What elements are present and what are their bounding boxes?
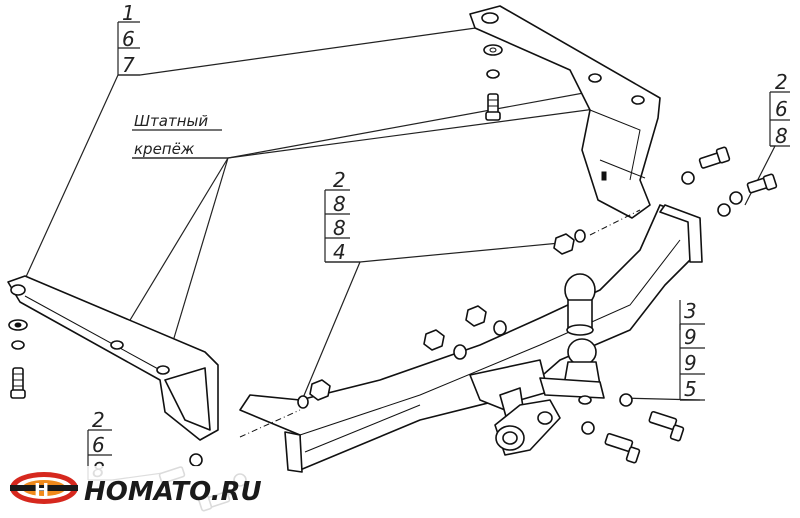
- callout-number: 2: [333, 168, 346, 192]
- label-line-2: крепёж: [134, 140, 195, 158]
- bracket-hole: [588, 73, 602, 83]
- callout-number: 5: [684, 377, 697, 401]
- bracket-hole: [481, 12, 499, 24]
- callout-right-top: 2 6 8: [769, 70, 790, 148]
- bracket-hole: [10, 284, 26, 296]
- callout-number: 1: [122, 1, 135, 25]
- callout-top-left: 1 6 7: [117, 1, 140, 77]
- callout-number: 9: [684, 325, 697, 349]
- bracket-hole: [631, 95, 645, 105]
- left-bolt-stack: [8, 319, 28, 399]
- callout-standard-fastener: Штатный крепёж: [132, 112, 228, 159]
- callout-number: 8: [333, 192, 346, 216]
- left-mounting-bracket: [7, 275, 219, 441]
- callout-number: 9: [684, 351, 697, 375]
- callout-number: 2: [92, 408, 105, 432]
- homato-logo: H HOMATO.RU: [0, 466, 262, 518]
- electrical-socket-plate: [494, 399, 561, 456]
- right-mounting-bracket: [469, 5, 661, 219]
- label-line-1: Штатный: [134, 112, 208, 130]
- callout-number: 2: [775, 70, 788, 94]
- callout-number: 8: [775, 124, 788, 148]
- bracket-hole: [110, 340, 124, 350]
- callout-number: 6: [775, 97, 788, 121]
- callout-number: 4: [333, 240, 346, 264]
- callout-number: 6: [92, 433, 105, 457]
- svg-text:H: H: [34, 480, 49, 501]
- tow-ball-mount: [469, 273, 605, 425]
- callout-right-bottom: 3 9 9 5: [679, 299, 705, 401]
- tow-ball: [567, 338, 597, 366]
- callout-number: 6: [122, 27, 135, 51]
- callout-number: 3: [684, 299, 697, 323]
- main-cross-beam: [239, 204, 703, 473]
- callout-number: 7: [122, 53, 135, 77]
- top-bolt-stack: [483, 44, 503, 121]
- callout-number: 8: [333, 216, 346, 240]
- bracket-hole: [156, 365, 170, 375]
- logo-text: HOMATO.RU: [84, 477, 262, 507]
- callout-middle: 2 8 8 4: [324, 168, 360, 264]
